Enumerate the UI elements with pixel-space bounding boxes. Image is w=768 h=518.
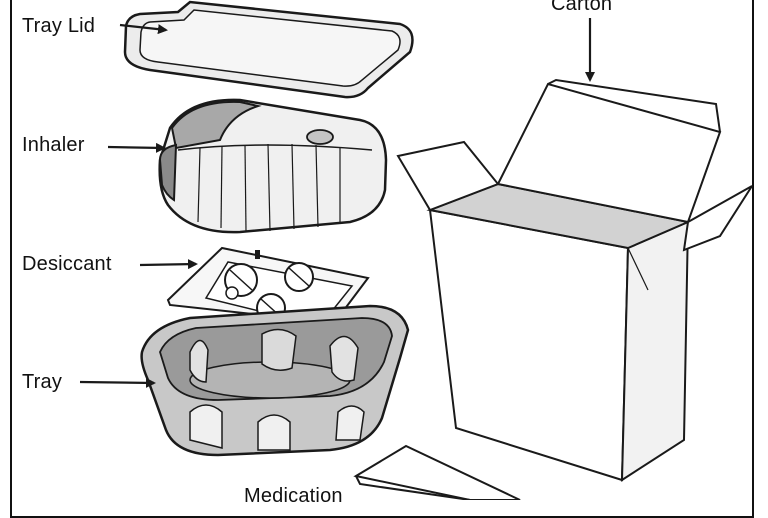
label-desiccant: Desiccant (22, 253, 112, 275)
tray-illustration (140, 304, 410, 457)
tray-arrow (79, 377, 156, 388)
desiccant-arrow (139, 259, 198, 270)
label-tray-lid: Tray Lid (22, 15, 96, 37)
diagram-stage: Tray Lid Inhaler Desiccant Tray Carton M… (10, 0, 754, 518)
label-tray: Tray (22, 371, 63, 393)
parts-illustration (79, 0, 753, 500)
tray-lid-arrow (119, 23, 168, 35)
carton-illustration (396, 78, 753, 482)
medication-illustration (353, 444, 521, 500)
label-medication: Medication (244, 485, 343, 507)
inhaler-arrow (107, 142, 166, 153)
tray-lid-illustration (123, 0, 414, 99)
label-carton: Carton (551, 0, 613, 15)
inhaler-illustration (158, 98, 388, 234)
label-inhaler: Inhaler (22, 134, 85, 156)
